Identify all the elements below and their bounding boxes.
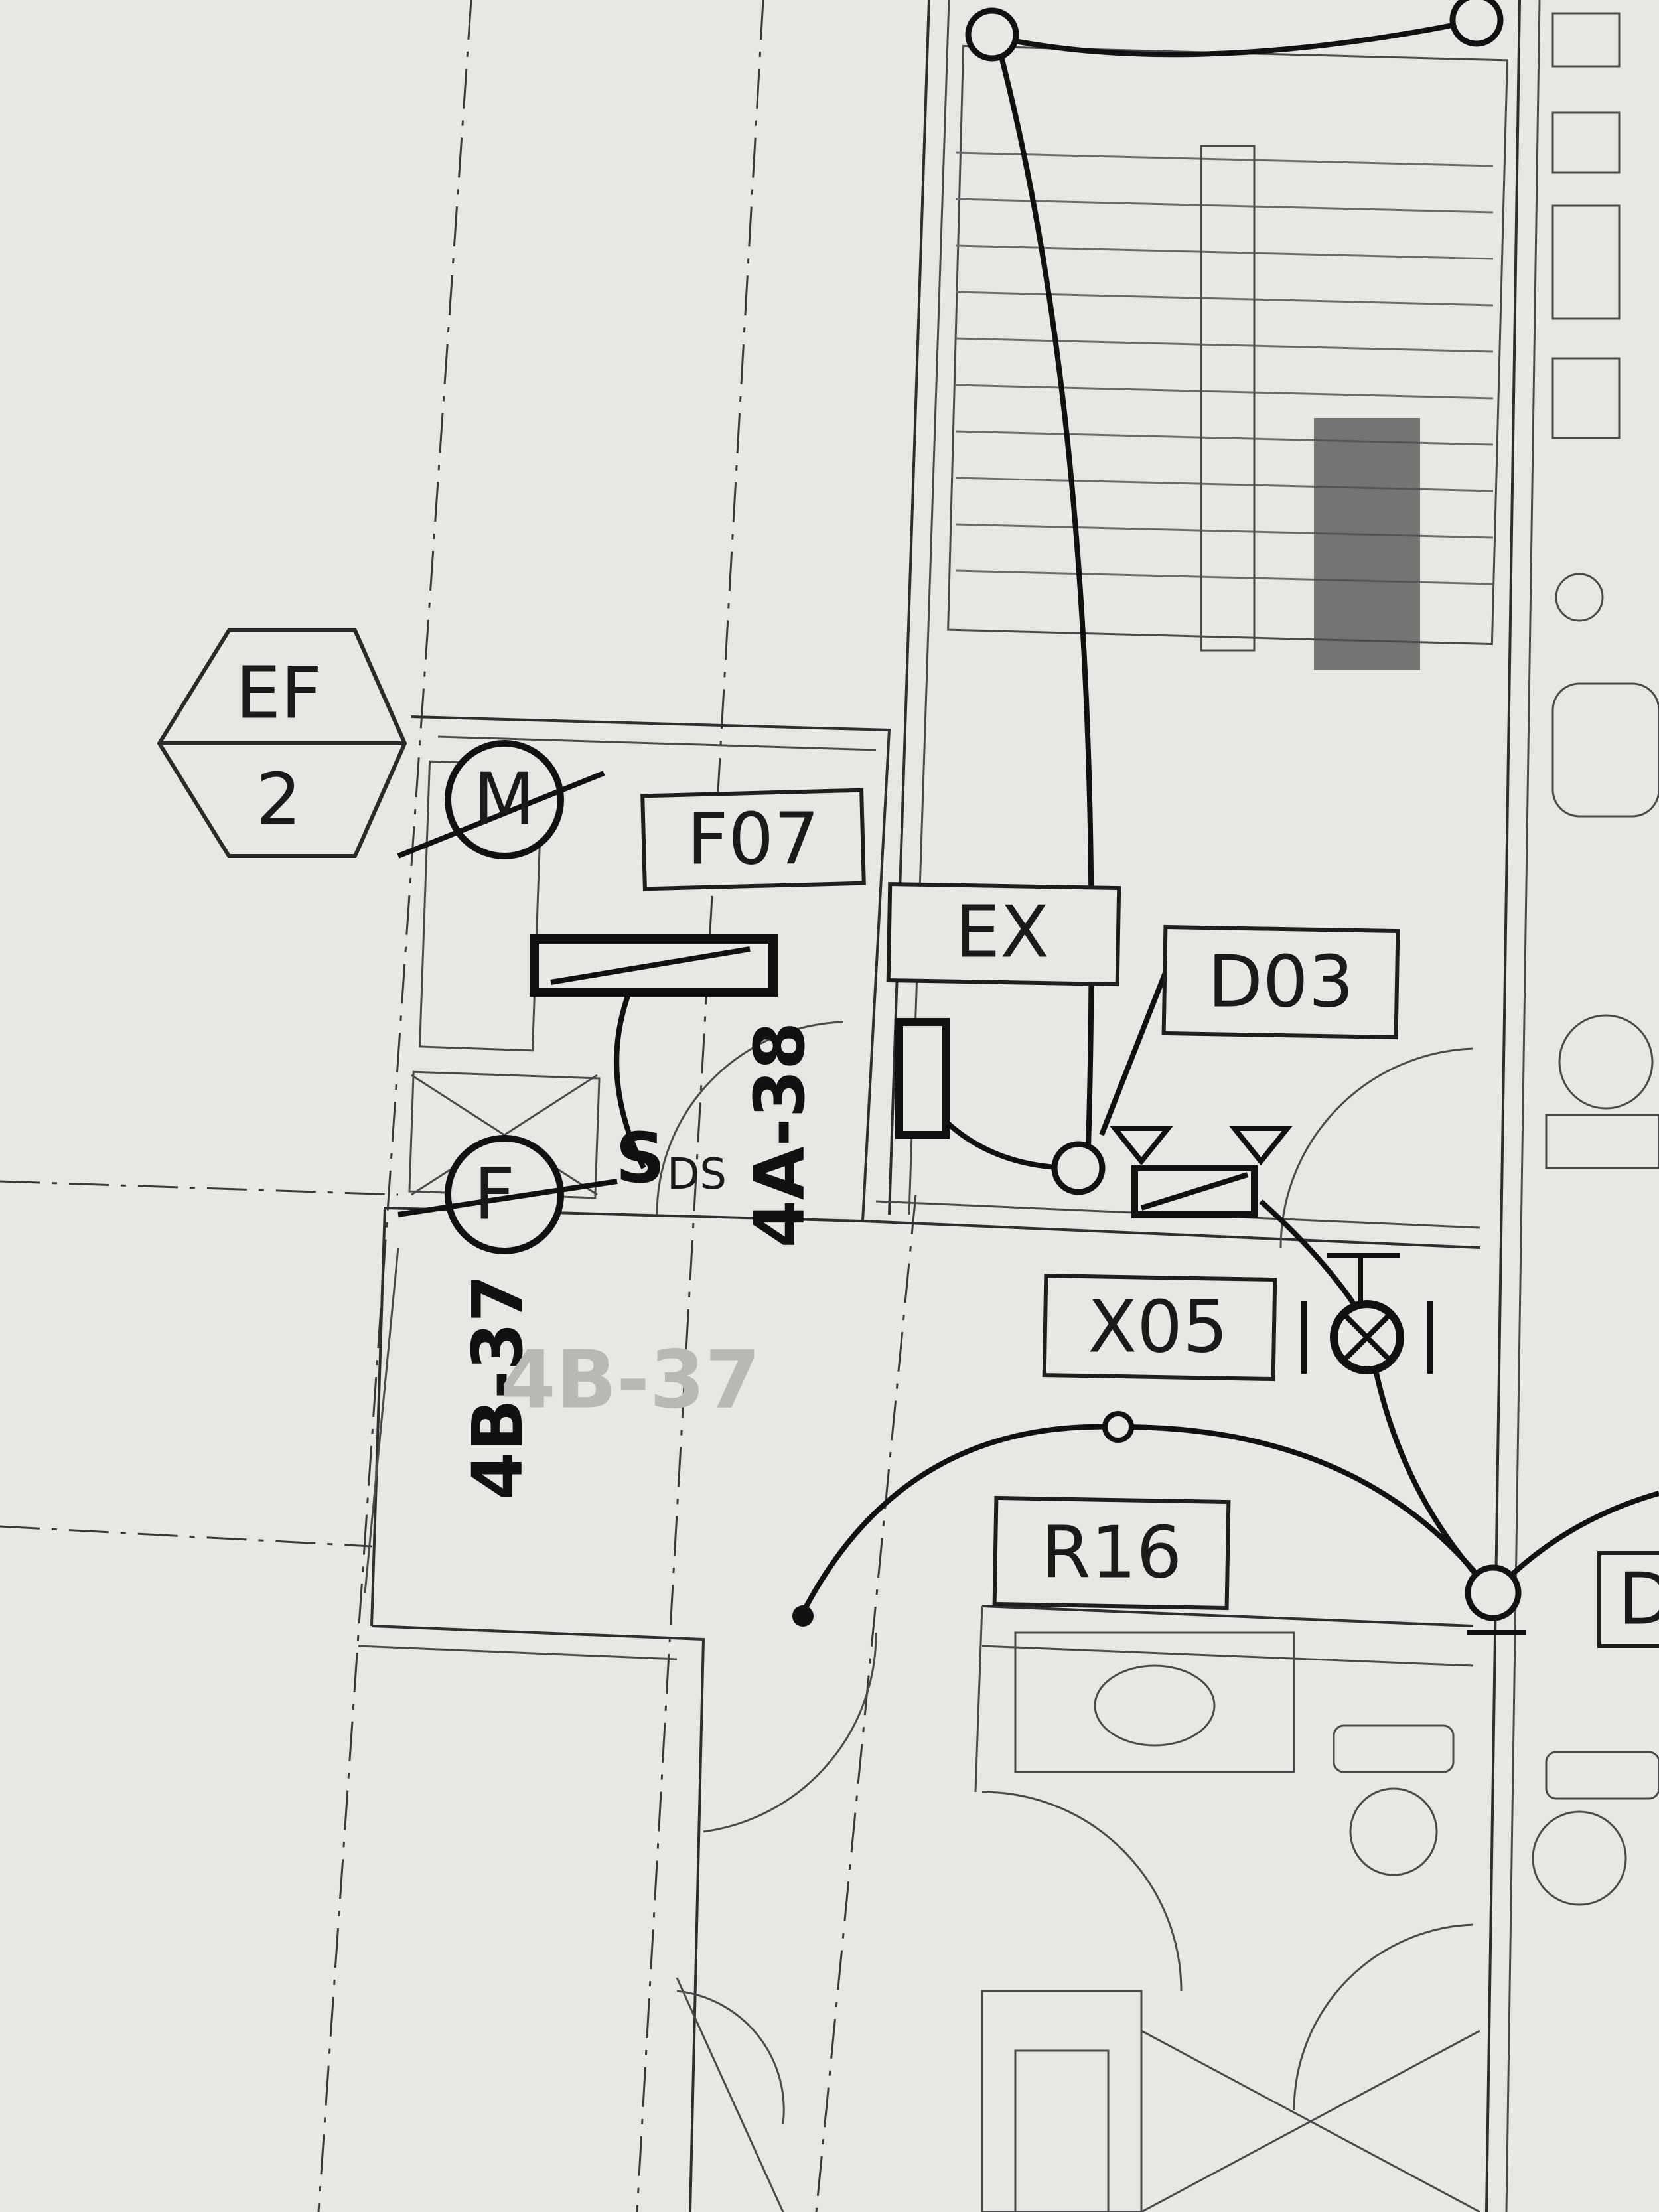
stair (947, 44, 1508, 670)
tag-r16-label: R16 (1041, 1512, 1182, 1595)
outlet-top-left (965, 7, 1019, 62)
tag-x05-label: X05 (1088, 1286, 1228, 1369)
tag-edge-label: D (1618, 1558, 1659, 1641)
tag-f07-label: F07 (687, 798, 820, 881)
switch-sub-label: DS (667, 1150, 727, 1199)
tag-f07: F07 (640, 788, 866, 891)
tag-edge-partial: D (1597, 1551, 1659, 1648)
motor-symbol: M (397, 740, 605, 859)
disconnect-symbols (530, 934, 1293, 1218)
outlet-lower-right (1465, 1564, 1522, 1621)
equipment-hex-tag: EF 2 (157, 628, 407, 858)
hex-tag-top: EF (236, 652, 322, 735)
grid-lines (0, 0, 917, 2212)
junction-dot-small (792, 1605, 814, 1627)
switch-label: S (616, 1118, 666, 1199)
motor-label: M (473, 759, 535, 842)
fixtures (676, 12, 1659, 2212)
outlet-center (1051, 1141, 1106, 1195)
tag-d03: D03 (1161, 924, 1400, 1040)
tag-d03-label: D03 (1208, 941, 1354, 1024)
tag-ex: EX (886, 881, 1121, 987)
tag-x05: X05 (1042, 1273, 1277, 1382)
outlet-top-right (1449, 0, 1504, 47)
circuit-label-ghost: 4B-37 (500, 1335, 760, 1427)
flow-switch-symbol: F (397, 1135, 618, 1254)
receptacles (792, 0, 1526, 1635)
junction-dot (1102, 1411, 1134, 1443)
tag-ex-label: EX (955, 891, 1049, 974)
flow-label: F (474, 1153, 515, 1236)
hex-tag-bottom: 2 (256, 759, 302, 842)
circuit-label-right: 4A-38 (739, 1022, 820, 1248)
circuit-label-left: 4B-37 (457, 1274, 538, 1500)
panel-box (895, 1018, 950, 1139)
building-walls (358, 0, 1541, 2212)
switch-symbol: S DS (616, 1118, 727, 1199)
tag-r16: R16 (992, 1495, 1231, 1611)
valve-symbol (1301, 1253, 1433, 1374)
